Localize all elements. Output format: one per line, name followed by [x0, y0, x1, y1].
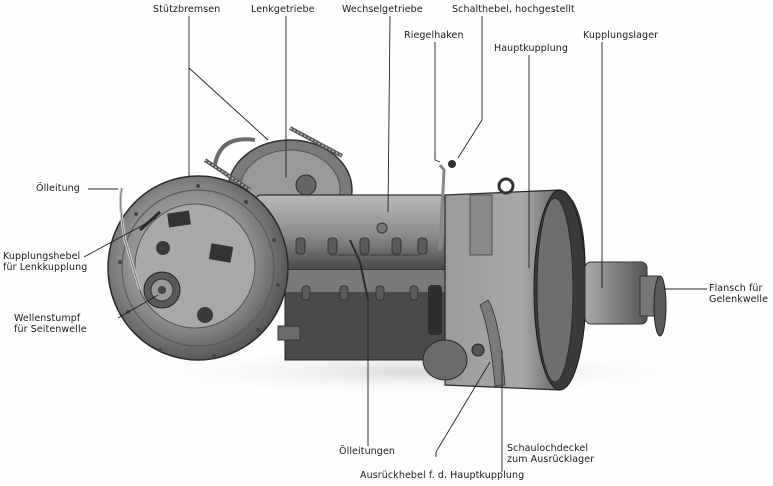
label-lenkgetriebe: Lenkgetriebe — [251, 4, 315, 15]
label-wellenstumpf: Wellenstumpf für Seitenwelle — [14, 313, 87, 335]
label-flansch-line2: Gelenkwelle — [709, 294, 769, 305]
label-riegelhaken: Riegelhaken — [404, 30, 464, 41]
shift-lever — [438, 164, 446, 251]
label-wellenstumpf-line2: für Seitenwelle — [14, 324, 87, 335]
label-flansch: Flansch für Gelenkwelle — [709, 283, 768, 305]
label-wechselgetriebe: Wechselgetriebe — [342, 4, 423, 15]
brake-drum-front — [107, 175, 289, 361]
mount-bracket — [277, 325, 301, 341]
label-wellenstumpf-line1: Wellenstumpf — [14, 313, 81, 324]
leader-lines — [83, 15, 707, 472]
label-kupplungshebel-line2: für Lenkkupplung — [3, 262, 88, 273]
main-clutch-housing — [422, 177, 587, 391]
label-oelleitungen: Ölleitungen — [339, 446, 396, 457]
label-hauptkupplung: Hauptkupplung — [494, 43, 569, 54]
label-kupplungshebel: Kupplungshebel für Lenkkupplung — [3, 251, 87, 273]
label-schaulochdeckel: Schaulochdeckel zum Ausrücklager — [507, 443, 594, 465]
label-stuetzbremsen: Stützbremsen — [153, 4, 221, 15]
output-flange-assembly — [584, 261, 667, 337]
label-schaulochdeckel-line2: zum Ausrücklager — [507, 454, 595, 465]
label-schaulochdeckel-line1: Schaulochdeckel — [507, 443, 589, 454]
label-flansch-line1: Flansch für — [709, 283, 763, 294]
gearbox-housing — [254, 194, 456, 361]
label-ausrueckhebel: Ausrückhebel f. d. Hauptkupplung — [360, 470, 525, 481]
label-kupplungshebel-line1: Kupplungshebel — [3, 251, 81, 262]
label-schalthebel: Schalthebel, hochgestellt — [452, 4, 575, 15]
label-oelleitung: Ölleitung — [36, 183, 80, 194]
label-kupplungslager: Kupplungslager — [583, 30, 659, 41]
